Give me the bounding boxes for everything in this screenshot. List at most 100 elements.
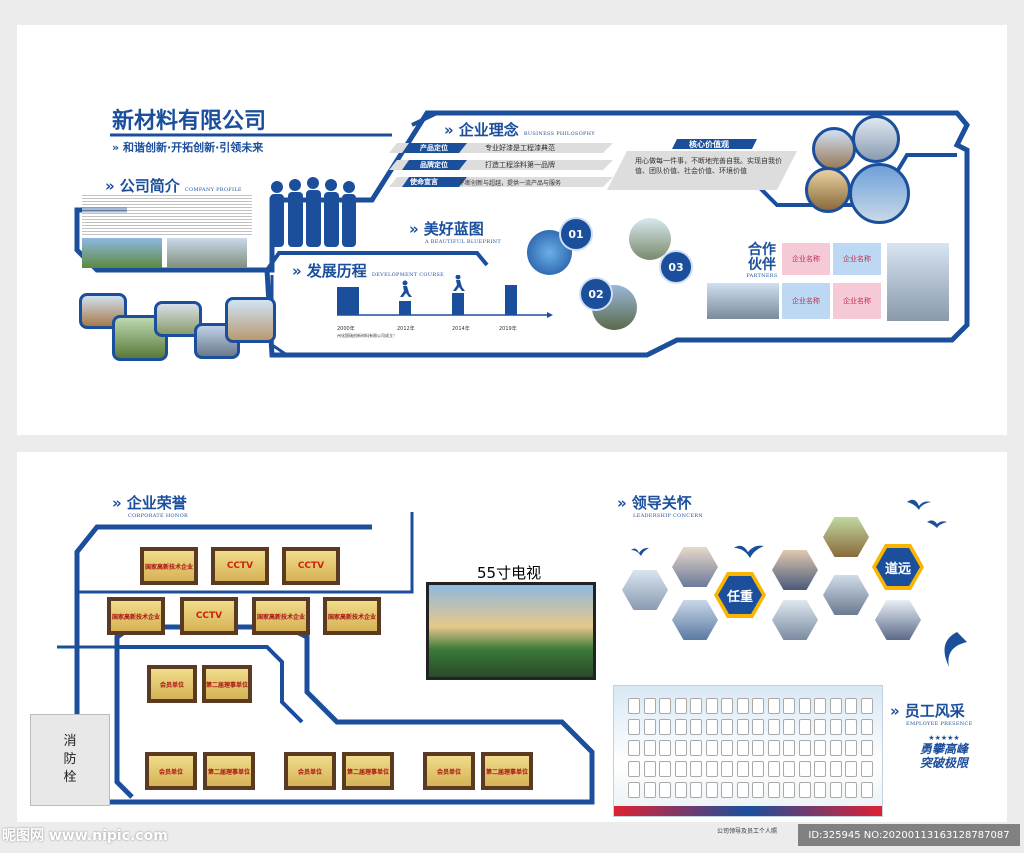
partner-photo-2: [887, 243, 949, 321]
double-chevron-icon: »: [112, 494, 122, 512]
plaque-tech-2: 国家高新技术企业: [107, 597, 165, 635]
photo-circle-1: [812, 127, 856, 171]
history-year-3: 2014年: [452, 326, 470, 332]
staff-photo-slot: [736, 698, 749, 714]
double-chevron-icon: »: [890, 702, 900, 720]
plaque-tech-4: 国家高新技术企业: [323, 597, 381, 635]
plaque-member-2: 会员单位: [145, 752, 197, 790]
staff-photo-slot: [643, 719, 656, 735]
staff-photo-slot: [814, 719, 826, 735]
photo-circle-2: [852, 115, 900, 163]
partner-box-3: 企业名称: [782, 283, 830, 319]
plaque-unit-1: 第二届理事单位: [202, 665, 252, 703]
leader-photo-hex-6: [823, 517, 869, 557]
history-note: 州化国瑞创新材料有限公司成立！: [337, 333, 397, 338]
staff-photo-slot: [798, 719, 811, 735]
double-chevron-icon: »: [292, 262, 302, 280]
company-name: 新材料有限公司: [112, 109, 267, 134]
blueprint-number-3: 03: [659, 250, 693, 284]
staff-photo-slot: [690, 698, 702, 714]
staff-photo-slot: [721, 761, 733, 777]
staff-photo-slot: [674, 782, 687, 798]
staff-photo-slot: [814, 698, 826, 714]
staff-photo-slot: [643, 698, 656, 714]
slogan: » 和谐创新·开拓创新·引领未来: [112, 141, 264, 154]
staff-photo-slot: [829, 740, 842, 756]
staff-photo-slot: [767, 782, 780, 798]
stars-icon: ★★★★★: [928, 734, 960, 742]
staff-photo-slot: [829, 782, 842, 798]
staff-photo-slot: [767, 740, 780, 756]
leader-hex-renzhong: 任重: [714, 572, 766, 618]
plaque-cctv-2: CCTV: [282, 547, 340, 585]
staff-photo-slot: [860, 698, 873, 714]
plaque-tech-1: 国家高新技术企业: [140, 547, 198, 585]
double-chevron-icon: »: [444, 121, 454, 139]
staff-photo-slot: [705, 761, 718, 777]
leader-photo-hex-3: [672, 600, 718, 640]
staff-photo-slot: [705, 740, 718, 756]
watermark-right: ID:325945 NO:20200113163128787087: [798, 824, 1020, 846]
blueprint-photo-3: [629, 218, 671, 260]
history-timeline: [337, 275, 553, 318]
partner-box-4: 企业名称: [833, 283, 881, 319]
philosophy-value-1: 专业好漆是工程漆典范: [485, 144, 555, 152]
staff-photo-slot: [829, 761, 842, 777]
staff-photo-slot: [674, 761, 687, 777]
blueprint-heading: » 美好蓝图 A BEAUTIFUL BLUEPRINT: [409, 220, 501, 245]
staff-heading: » 员工风采 EMPLOYEE PRESENCE: [890, 702, 973, 727]
staff-photo-slot: [690, 740, 702, 756]
staff-photo-slot: [845, 719, 857, 735]
staff-slogan-badge: ★★★★★ 勇攀高峰 突破极限: [910, 734, 978, 786]
core-values-title: 核心价值观: [689, 140, 729, 149]
staff-photo-slot: [674, 740, 687, 756]
profile-heading: » 公司简介 COMPANY PROFILE: [105, 177, 242, 195]
staff-photo-slot: [674, 719, 687, 735]
philosophy-value-2: 打造工程涂料第一品牌: [485, 161, 555, 169]
staff-photo-slot: [860, 740, 873, 756]
tv-label: 55寸电视: [477, 564, 542, 582]
staff-photo-slot: [845, 740, 857, 756]
staff-photo-slot: [705, 782, 718, 798]
staff-photo-slot: [736, 740, 749, 756]
staff-photo-slot: [659, 740, 671, 756]
staff-photo-slot: [628, 719, 640, 735]
staff-photo-slot: [628, 740, 640, 756]
plaque-tech-3: 国家高新技术企业: [252, 597, 310, 635]
staff-photo-slot: [690, 719, 702, 735]
staff-photo-slot: [798, 698, 811, 714]
bottom-panel: » 企业荣誉 CORPORATE HONOR 国家高新技术企业 CCTV CCT…: [17, 452, 1007, 835]
staff-photo-slot: [814, 782, 826, 798]
staff-photo-slot: [659, 698, 671, 714]
business-team-silhouette: [270, 177, 356, 247]
tv-screen: [426, 582, 596, 680]
staff-photo-slot: [829, 698, 842, 714]
staff-photo-slot: [860, 719, 873, 735]
staff-photo-slot: [721, 740, 733, 756]
staff-photo-slot: [752, 698, 764, 714]
photo-circle-3: [805, 167, 851, 213]
staff-photo-slot: [767, 761, 780, 777]
staff-photo-slot: [752, 761, 764, 777]
staff-photo-slot: [643, 740, 656, 756]
staff-photo-board: [613, 685, 883, 817]
staff-photo-slot: [705, 698, 718, 714]
philosophy-label-2: 品牌定位: [420, 161, 448, 169]
staff-photo-slot: [767, 719, 780, 735]
staff-caption: 公司领导及员工个人照: [717, 828, 778, 835]
history-year-2: 2012年: [397, 326, 415, 332]
staff-photo-slot: [845, 698, 857, 714]
partner-box-2: 企业名称: [833, 243, 881, 275]
philosophy-value-3: 不断创新与超越，提供一流产品与服务: [459, 180, 562, 187]
staff-photo-slot: [659, 782, 671, 798]
core-values-text: 用心做每一件事，不断地完善自我。实现自我价值、团队价值、社会价值、环境价值: [635, 157, 782, 175]
staff-photo-slot: [690, 782, 702, 798]
philosophy-heading: » 企业理念 BUSINESS PHILOSOPHY: [444, 121, 595, 139]
staff-photo-slot: [628, 761, 640, 777]
plaque-unit-4: 第二届理事单位: [481, 752, 533, 790]
small-photo-3: [154, 301, 202, 337]
plaque-unit-3: 第二届理事单位: [342, 752, 394, 790]
leader-photo-hex-4: [772, 550, 818, 590]
staff-photo-slot: [736, 719, 749, 735]
blueprint-number-2: 02: [579, 277, 613, 311]
